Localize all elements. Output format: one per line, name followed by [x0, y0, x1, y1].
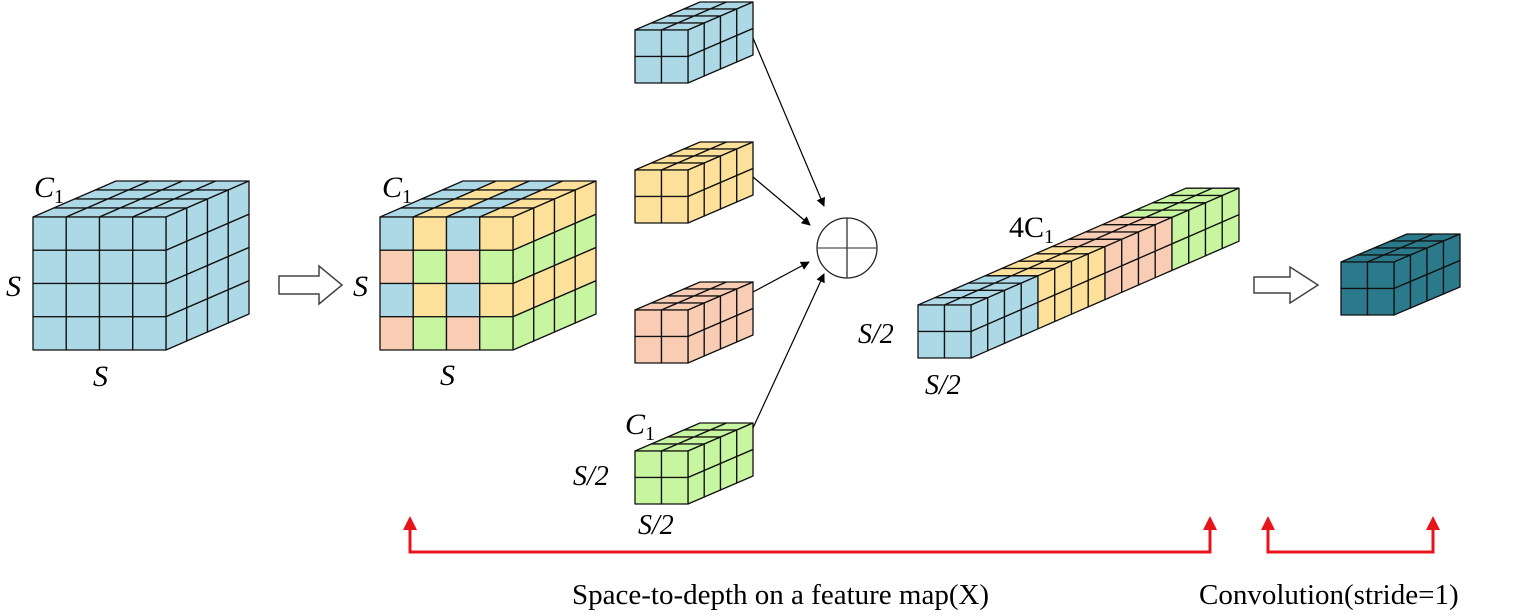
- front-cell: [660, 335, 689, 364]
- side-cell: [736, 27, 754, 63]
- input-channel-label: C1: [34, 171, 64, 208]
- hollow-arrow-icon: [278, 264, 344, 306]
- front-cell: [98, 282, 134, 318]
- front-cell: [660, 169, 689, 198]
- submap-width-label: S/2: [638, 510, 674, 541]
- front-cell: [660, 55, 689, 84]
- front-cell: [32, 249, 67, 285]
- front-cell: [379, 316, 414, 351]
- concat-height-label: S/2: [858, 319, 894, 350]
- front-cell: [132, 282, 167, 318]
- input-height-label: S: [6, 270, 21, 303]
- front-cell: [132, 249, 167, 285]
- front-cell: [479, 282, 514, 318]
- sliced-channel-label: C1: [382, 171, 412, 208]
- concat-channel-label: 4C1: [1009, 211, 1054, 248]
- space-to-depth-bracket: [403, 516, 1217, 554]
- front-cell: [98, 216, 134, 251]
- front-cell: [943, 304, 972, 333]
- front-cell: [412, 316, 448, 351]
- sub-map-blue: [634, 1, 754, 84]
- front-cell: [634, 55, 663, 84]
- front-cell: [379, 249, 414, 285]
- side-cell: [1221, 214, 1240, 250]
- front-cell: [445, 249, 481, 285]
- front-cell: [917, 330, 946, 359]
- front-cell: [65, 316, 101, 351]
- front-cell: [634, 476, 663, 505]
- front-cell: [634, 335, 663, 364]
- arrow-sub3-to-concat: [752, 261, 810, 293]
- front-cell: [479, 249, 514, 285]
- arrow-sub4-to-concat: [752, 273, 825, 429]
- front-cell: [132, 216, 167, 251]
- front-cell: [660, 309, 689, 338]
- front-cell: [479, 316, 514, 351]
- convolution-bracket: [1261, 516, 1440, 554]
- sub-map-green: [634, 422, 754, 505]
- front-cell: [943, 330, 972, 359]
- arrow-sub2-to-concat: [752, 176, 811, 226]
- sliced-height-label: S: [353, 270, 368, 303]
- front-cell: [98, 316, 134, 351]
- front-cell: [660, 476, 689, 505]
- front-cell: [412, 216, 448, 251]
- front-cell: [445, 216, 481, 251]
- front-cell: [1366, 261, 1395, 290]
- front-cell: [132, 316, 167, 351]
- sub-map-yellow: [634, 141, 754, 224]
- concat-circle-plus-icon: [816, 217, 878, 279]
- convolution-caption: Convolution(stride=1): [1199, 579, 1459, 611]
- front-cell: [634, 309, 663, 338]
- front-cell: [660, 195, 689, 224]
- front-cell: [65, 216, 101, 251]
- front-cell: [660, 29, 689, 58]
- front-cell: [634, 450, 663, 479]
- front-cell: [660, 450, 689, 479]
- submap-height-label: S/2: [573, 461, 609, 492]
- front-cell: [1340, 287, 1369, 316]
- front-cell: [634, 169, 663, 198]
- submap-channel-label: C1: [625, 408, 655, 445]
- front-cell: [1366, 287, 1395, 316]
- front-cell: [1340, 261, 1369, 290]
- front-cell: [32, 216, 67, 251]
- concat-width-label: S/2: [925, 370, 961, 401]
- front-cell: [98, 249, 134, 285]
- sliced-feature-map: [379, 180, 597, 351]
- input-feature-map: [32, 180, 250, 351]
- front-cell: [634, 29, 663, 58]
- front-cell: [412, 282, 448, 318]
- space-to-depth-caption: Space-to-depth on a feature map(X): [572, 579, 989, 611]
- side-cell: [736, 448, 754, 484]
- front-cell: [32, 316, 67, 351]
- side-cell: [736, 307, 754, 343]
- front-cell: [379, 216, 414, 251]
- front-cell: [634, 195, 663, 224]
- side-cell: [736, 167, 754, 203]
- front-cell: [65, 249, 101, 285]
- concatenated-feature-map: [917, 187, 1240, 359]
- arrow-sub1-to-concat: [752, 37, 825, 207]
- front-cell: [445, 282, 481, 318]
- front-cell: [917, 304, 946, 333]
- sliced-width-label: S: [440, 359, 455, 392]
- output-feature-map: [1340, 233, 1461, 316]
- input-width-label: S: [93, 360, 108, 393]
- front-cell: [479, 216, 514, 251]
- front-cell: [412, 249, 448, 285]
- side-cell: [1442, 259, 1461, 295]
- front-cell: [32, 282, 67, 318]
- front-cell: [379, 282, 414, 318]
- sub-map-salmon: [634, 281, 754, 364]
- side-cell: [574, 280, 597, 324]
- front-cell: [445, 316, 481, 351]
- side-cell: [227, 280, 250, 324]
- hollow-arrow-icon: [1253, 265, 1320, 305]
- front-cell: [65, 282, 101, 318]
